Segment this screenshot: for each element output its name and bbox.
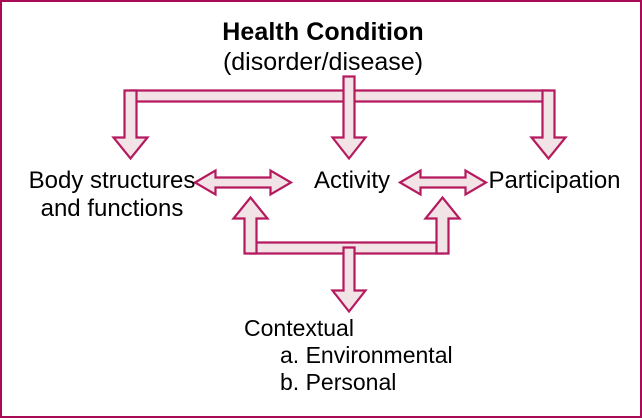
health-to-participation-arrow	[529, 89, 568, 161]
participation-label: Participation	[488, 167, 621, 194]
body-structures-line-1: Body structures	[28, 167, 196, 194]
health-condition-subtitle: (disorder/disease)	[222, 47, 424, 76]
contextual-item-environmental: a. Environmental	[280, 342, 453, 369]
activity-to-contextual-arrow	[330, 246, 368, 314]
health-condition-title: Health Condition	[222, 18, 424, 46]
contextual-node: Contextual a. Environmental b. Personal	[202, 315, 492, 396]
contextual-to-participation-arrow	[423, 195, 462, 255]
contextual-heading: Contextual	[244, 315, 354, 341]
contextual-to-body-arrow	[231, 195, 270, 255]
contextual-item-personal: b. Personal	[280, 369, 397, 396]
body-structures-line-2: and functions	[40, 195, 184, 223]
health-to-activity-arrow	[330, 75, 368, 161]
activity-label: Activity	[313, 167, 390, 194]
body-structures-node: Body structures and functions	[12, 167, 212, 224]
participation-node: Participation	[472, 167, 637, 195]
activity-participation-arrow	[397, 168, 489, 197]
activity-node: Activity	[292, 167, 412, 195]
health-condition-distributor-bar	[129, 89, 550, 103]
health-condition-node: Health Condition (disorder/disease)	[2, 18, 640, 77]
body-activity-arrow	[192, 168, 294, 197]
health-to-body-arrow	[111, 89, 150, 161]
